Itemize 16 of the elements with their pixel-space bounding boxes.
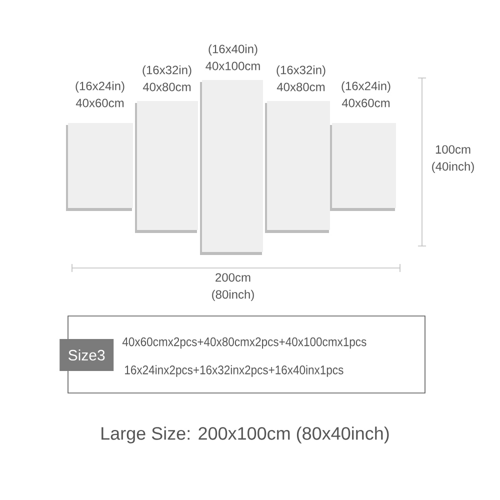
- size-label: 40x60cm: [76, 98, 124, 108]
- size-label: (16x24in): [342, 81, 390, 93]
- size-text: 16x24inx2pcs+16x32inx2pcs+16x40inx1pcs: [125, 365, 344, 377]
- size-label: 40x80cm: [276, 82, 325, 92]
- size-label: 40x100cm: [206, 62, 260, 70]
- size-label: 40x80cm: [142, 82, 191, 92]
- size-label: (16x32in): [142, 65, 192, 77]
- size-text: 40x60cmx2pcs+40x80cmx2pcs+40x100cmx1pcs: [122, 337, 366, 349]
- size-label: 40x60cm: [342, 98, 390, 108]
- size-label: (16x32in): [276, 65, 326, 77]
- size-label: (16x40in): [208, 44, 258, 56]
- dimension-label: 200cm (80inch): [212, 273, 254, 302]
- dimension-label: 100cm (40inch): [432, 145, 474, 174]
- size-badge: Size3: [60, 339, 114, 371]
- size-label: (16x24in): [76, 81, 124, 93]
- size-caption: Large Size: 200x100cm (80x40inch): [102, 426, 389, 444]
